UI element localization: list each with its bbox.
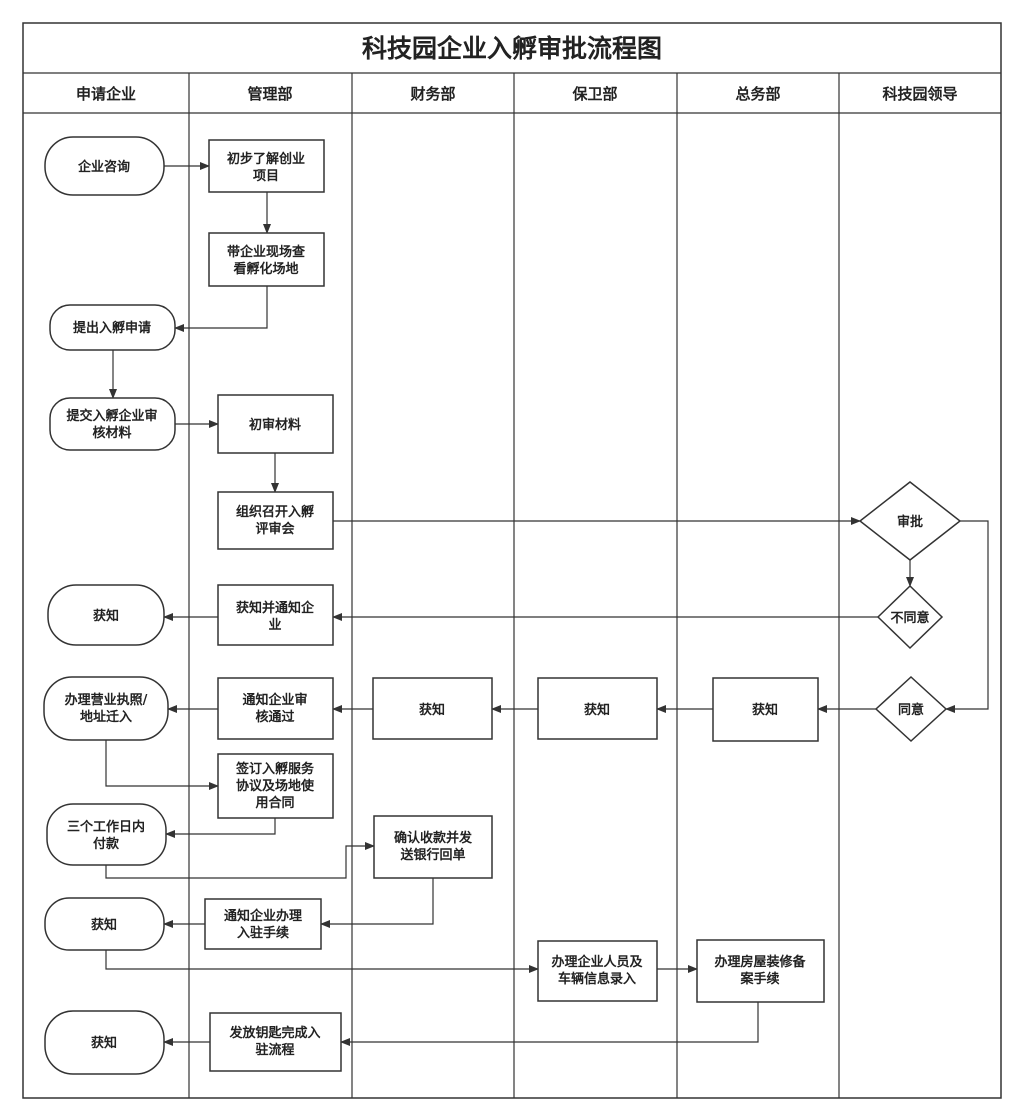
- label-learn-project: 初步了解创业项目: [227, 151, 305, 184]
- label-notified-checkin: 获知: [91, 917, 117, 933]
- arrow-license-to-agreement: [105, 740, 219, 790]
- label-notified-reject: 获知: [93, 608, 119, 624]
- node-notified-reject: [47, 584, 165, 646]
- label-renovation-filing: 办理房屋装修备案手续: [714, 954, 806, 987]
- lane-header-security: 保卫部: [571, 85, 617, 103]
- node-organize-review-meeting: [217, 491, 334, 550]
- node-learn-project: [208, 139, 325, 193]
- arrow-approve-to-agree: [945, 520, 989, 713]
- node-renovation-filing: [696, 939, 825, 1003]
- node-confirm-payment: [373, 815, 493, 879]
- label-issue-keys: 发放钥匙完成入驻流程: [228, 1025, 320, 1058]
- label-notify-checkin: 通知企业办理入驻手续: [224, 908, 302, 941]
- label-register-personnel: 办理企业人员及车辆信息录入: [551, 954, 643, 987]
- node-payment: [46, 803, 167, 866]
- lane-header-management: 管理部: [247, 85, 292, 103]
- node-preliminary-review: [217, 394, 334, 454]
- label-preliminary-review: 初审材料: [249, 417, 301, 433]
- label-business-license: 办理营业执照/地址迁入: [65, 692, 148, 725]
- node-sign-agreement: [217, 753, 334, 819]
- node-approve: [858, 481, 962, 561]
- arrow-confirm-to-notify-checkin: [320, 878, 434, 928]
- label-payment: 三个工作日内付款: [67, 819, 145, 852]
- labels: 企业咨询 初步了解创业项目 带企业现场查看孵化场地 提出入孵申请 提交入孵企业审…: [65, 151, 930, 1058]
- node-notified-checkin: [44, 897, 165, 951]
- node-consult: [44, 136, 165, 196]
- arrow-notified-to-register: [105, 950, 539, 973]
- label-security-notified: 获知: [584, 702, 610, 718]
- node-disagree: [876, 584, 944, 650]
- lane-header-general-affairs: 总务部: [735, 85, 780, 103]
- node-notify-checkin: [204, 898, 322, 950]
- label-agree: 同意: [898, 702, 924, 718]
- arrow-payment-to-confirm: [105, 842, 375, 879]
- arrow-agreement-to-payment: [165, 818, 276, 838]
- lane-header-leadership: 科技园领导: [882, 85, 957, 103]
- label-notify-reject: 获知并通知企业: [236, 600, 315, 633]
- label-site-visit: 带企业现场查看孵化场地: [227, 244, 306, 277]
- arrow-renovation-to-keys: [340, 1002, 759, 1046]
- connectors: [105, 162, 989, 1046]
- node-business-license: [43, 676, 169, 741]
- diagram-frame: [22, 22, 1002, 1099]
- node-notify-reject: [217, 584, 334, 646]
- arrow-visit-to-apply: [174, 286, 268, 332]
- node-general-notified: [712, 677, 819, 742]
- label-submit-application: 提出入孵申请: [73, 320, 151, 336]
- shapes: [43, 136, 962, 1075]
- node-register-personnel: [537, 940, 658, 1002]
- label-sign-agreement: 签订入孵服务协议及场地使用合同: [235, 761, 315, 811]
- node-agree: [874, 675, 948, 743]
- lane-header-applicant: 申请企业: [76, 85, 136, 103]
- node-issue-keys: [209, 1012, 342, 1072]
- node-notified-keys: [44, 1010, 165, 1075]
- label-organize-review-meeting: 组织召开入孵评审会: [236, 504, 314, 537]
- label-submit-materials: 提交入孵企业审核材料: [66, 408, 157, 441]
- node-submit-materials: [49, 397, 176, 451]
- node-notify-pass: [217, 677, 334, 740]
- node-security-notified: [537, 677, 658, 740]
- node-finance-notified: [372, 677, 493, 740]
- lane-header-finance: 财务部: [410, 85, 455, 103]
- diagram-title: 科技园企业入孵审批流程图: [362, 34, 662, 63]
- node-submit-application: [49, 304, 176, 351]
- label-confirm-payment: 确认收款并发送银行回单: [394, 830, 473, 863]
- label-general-notified: 获知: [752, 702, 778, 718]
- label-notify-pass: 通知企业审核通过: [242, 692, 307, 725]
- label-consult: 企业咨询: [77, 159, 130, 175]
- node-site-visit: [208, 232, 325, 287]
- label-notified-keys: 获知: [91, 1035, 117, 1051]
- label-approve: 审批: [897, 514, 923, 530]
- label-disagree: 不同意: [890, 610, 929, 626]
- label-finance-notified: 获知: [419, 702, 445, 718]
